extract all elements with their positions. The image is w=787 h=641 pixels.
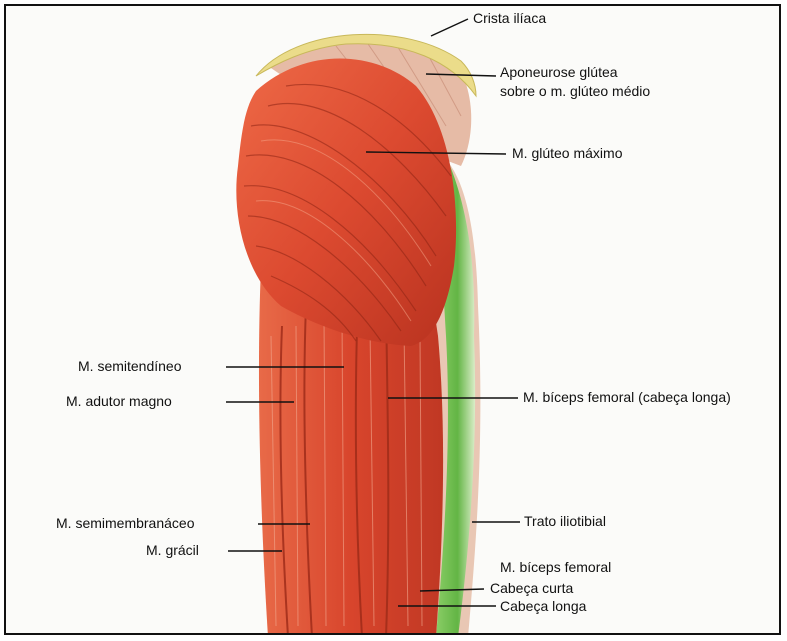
- label-aponeurose-line1: Aponeurose glútea: [500, 64, 618, 80]
- label-semimembranaceo: M. semimembranáceo: [56, 515, 195, 531]
- label-biceps-cabeca-longa: M. bíceps femoral (cabeça longa): [523, 389, 731, 405]
- label-biceps-femoral: M. bíceps femoral: [500, 559, 611, 575]
- label-aponeurose-line2: sobre o m. glúteo médio: [500, 83, 650, 99]
- label-gluteo-maximo: M. glúteo máximo: [512, 145, 622, 161]
- label-cabeca-longa: Cabeça longa: [500, 598, 586, 614]
- leader-crista: [431, 19, 468, 36]
- label-trato-iliotibial: Trato iliotibial: [524, 513, 606, 529]
- thigh-illustration: [6, 6, 781, 635]
- label-cabeca-curta: Cabeça curta: [490, 580, 573, 596]
- label-adutor-magno: M. adutor magno: [66, 393, 172, 409]
- label-crista-iliaca: Crista ilíaca: [473, 10, 546, 26]
- figure-frame: Crista ilíaca Aponeurose glútea sobre o …: [4, 4, 781, 635]
- label-semitendineo: M. semitendíneo: [78, 358, 182, 374]
- label-gracil: M. grácil: [146, 542, 199, 558]
